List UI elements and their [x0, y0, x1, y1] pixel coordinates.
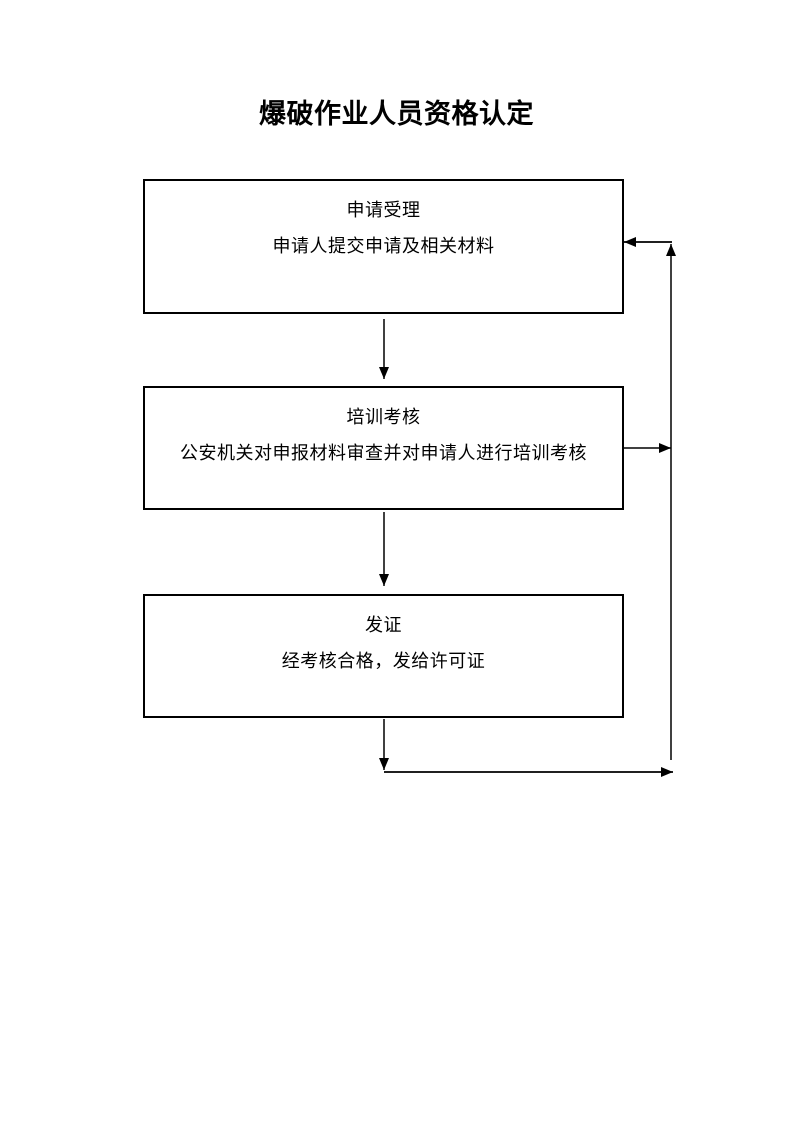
flow-step2-description: 公安机关对申报材料审查并对申请人进行培训考核: [180, 443, 587, 463]
flow-step-certificate-box: 发证 经考核合格，发给许可证: [143, 594, 624, 718]
flow-step3-title: 发证: [365, 615, 402, 635]
flow-step1-title: 申请受理: [346, 200, 421, 220]
flow-step-application-box: 申请受理 申请人提交申请及相关材料: [143, 179, 624, 314]
page-title: 爆破作业人员资格认定: [259, 99, 534, 129]
flow-step-training-box: 培训考核 公安机关对申报材料审查并对申请人进行培训考核: [143, 386, 624, 510]
flow-step3-description: 经考核合格，发给许可证: [281, 651, 486, 671]
flow-step1-description: 申请人提交申请及相关材料: [272, 236, 495, 256]
flow-step2-title: 培训考核: [346, 407, 421, 427]
